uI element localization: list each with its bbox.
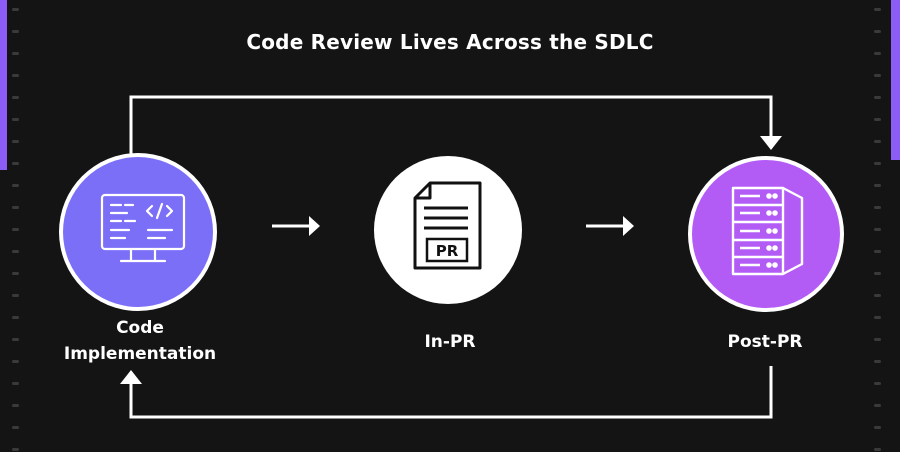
decorative-dot: [874, 448, 881, 451]
decorative-dot: [12, 294, 19, 297]
label-code-implementation: Code Implementation: [40, 315, 240, 367]
decorative-dot: [12, 52, 19, 55]
decorative-dot: [12, 30, 19, 33]
decorative-dot: [12, 162, 19, 165]
decorative-dot: [12, 316, 19, 319]
right-accent-bar: [891, 0, 900, 160]
pr-document-icon: PR: [413, 181, 482, 270]
decorative-dot: [874, 360, 881, 363]
decorative-dot: [874, 338, 881, 341]
node-circle: [692, 160, 840, 308]
top-loop-connector: [129, 95, 773, 160]
left-dot-column: [12, 0, 26, 452]
decorative-dot: [874, 294, 881, 297]
decorative-dot: [12, 250, 19, 253]
decorative-dot: [12, 184, 19, 187]
decorative-dot: [874, 140, 881, 143]
decorative-dot: [874, 382, 881, 385]
label-post-pr: Post-PR: [727, 332, 803, 352]
node-in-pr: PR: [374, 156, 522, 304]
decorative-dot: [874, 184, 881, 187]
decorative-dot: [874, 250, 881, 253]
decorative-dot: [12, 338, 19, 341]
bottom-loop-arrowhead: [120, 370, 142, 384]
decorative-dot: [12, 8, 19, 11]
decorative-dot: [874, 228, 881, 231]
label-line-2: Implementation: [63, 344, 217, 364]
right-dot-column: [874, 0, 888, 452]
decorative-dot: [874, 272, 881, 275]
decorative-dot: [12, 426, 19, 429]
arrowhead-inpr-to-postpr: [623, 216, 634, 236]
decorative-dot: [12, 206, 19, 209]
decorative-dot: [12, 228, 19, 231]
decorative-dot: [12, 360, 19, 363]
decorative-dot: [874, 426, 881, 429]
decorative-dot: [874, 404, 881, 407]
node-circle: [63, 157, 213, 307]
diagram-title: Code Review Lives Across the SDLC: [246, 30, 654, 54]
decorative-dot: [12, 448, 19, 451]
decorative-dot: [12, 404, 19, 407]
decorative-dot: [874, 118, 881, 121]
decorative-dot: [874, 162, 881, 165]
node-post-pr: [688, 156, 844, 312]
decorative-dot: [874, 8, 881, 11]
decorative-dot: [874, 74, 881, 77]
decorative-dot: [874, 30, 881, 33]
decorative-dot: [874, 206, 881, 209]
code-monitor-icon: [100, 193, 186, 263]
decorative-dot: [12, 272, 19, 275]
pr-icon-text: PR: [436, 242, 459, 260]
arrowhead-impl-to-inpr: [309, 216, 320, 236]
decorative-dot: [12, 118, 19, 121]
decorative-dot: [12, 382, 19, 385]
node-code-implementation: [59, 153, 217, 311]
left-accent-bar: [0, 0, 7, 170]
decorative-dot: [12, 140, 19, 143]
top-loop-arrowhead: [760, 136, 782, 150]
decorative-dot: [874, 96, 881, 99]
server-rack-icon: [731, 186, 804, 276]
decorative-dot: [12, 74, 19, 77]
node-circle: [374, 156, 522, 304]
label-line-1: Code: [116, 318, 164, 338]
bottom-loop-connector: [129, 366, 773, 419]
label-in-pr: In-PR: [424, 332, 476, 352]
decorative-dot: [874, 52, 881, 55]
decorative-dot: [874, 316, 881, 319]
decorative-dot: [12, 96, 19, 99]
